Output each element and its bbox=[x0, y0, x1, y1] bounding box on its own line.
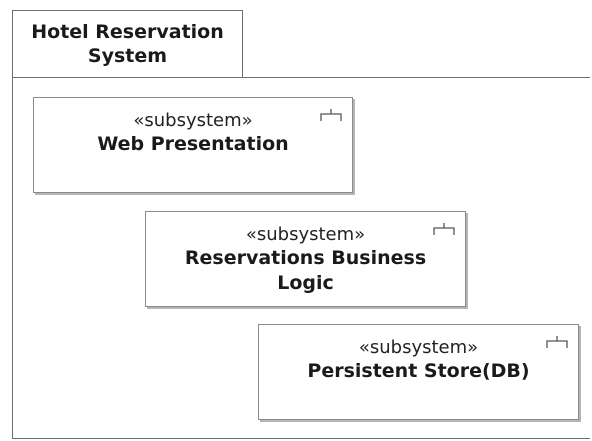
package-title: Hotel Reservation System bbox=[31, 20, 224, 68]
subsystem-name-line2: Logic bbox=[277, 272, 334, 294]
subsystem-fork-icon bbox=[546, 336, 568, 348]
package-title-line2: System bbox=[87, 45, 168, 67]
subsystem-fork-icon bbox=[433, 223, 455, 235]
subsystem-web-presentation: «subsystem» Web Presentation bbox=[33, 97, 353, 193]
subsystem-name-line1: Reservations Business bbox=[184, 247, 427, 269]
package-tab: Hotel Reservation System bbox=[12, 10, 243, 78]
subsystem-fork-icon bbox=[320, 109, 342, 121]
subsystem-reservations-business-logic: «subsystem» Reservations Business Logic bbox=[145, 211, 466, 307]
subsystem-persistent-store: «subsystem» Persistent Store(DB) bbox=[258, 324, 579, 420]
stereotype-label: «subsystem» bbox=[245, 224, 366, 245]
subsystem-name: Persistent Store(DB) bbox=[307, 360, 530, 382]
stereotype-label: «subsystem» bbox=[133, 110, 253, 131]
stereotype-label: «subsystem» bbox=[358, 337, 479, 358]
subsystem-name: Web Presentation bbox=[97, 133, 289, 155]
package-body bbox=[12, 77, 590, 439]
package-title-line1: Hotel Reservation bbox=[31, 21, 224, 43]
